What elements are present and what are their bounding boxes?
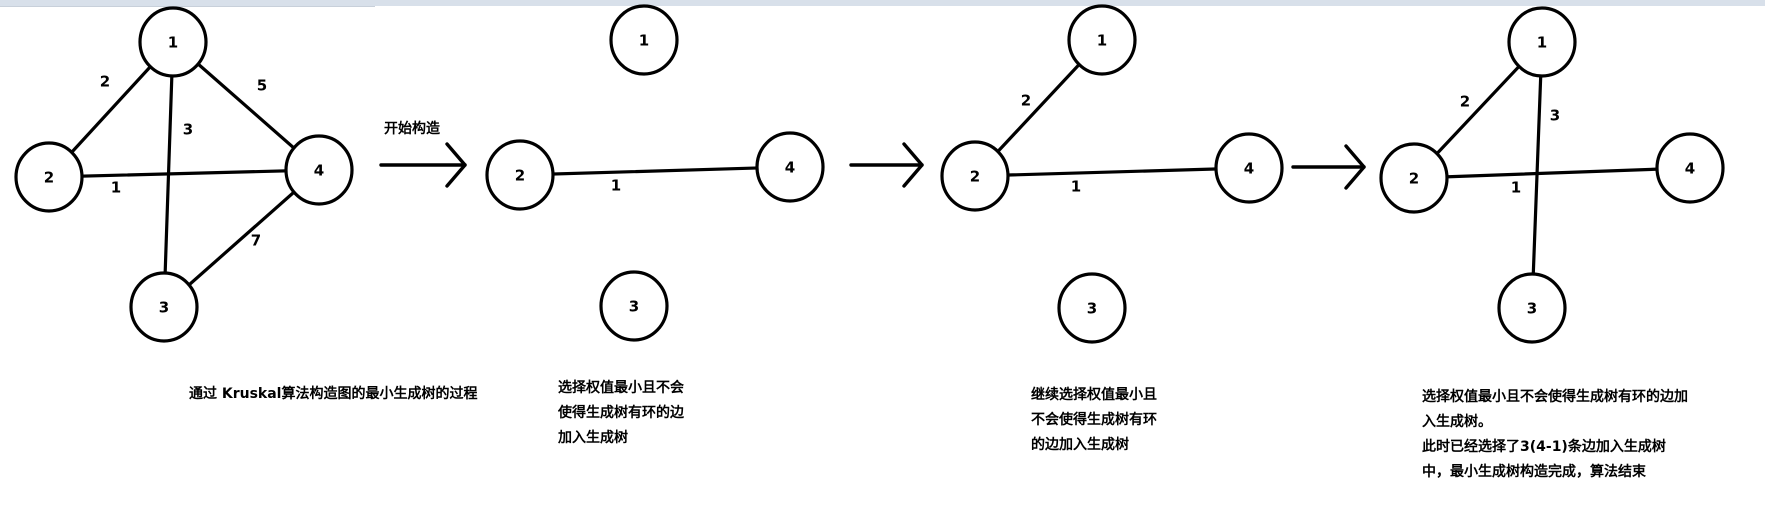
node-2-label: 2 <box>970 168 980 186</box>
node-2-label: 2 <box>515 167 525 185</box>
edge-weight-label: 1 <box>1511 179 1521 197</box>
caption-original-graph: 通过 Kruskal算法构造图的最小生成树的过程 <box>189 382 477 407</box>
edge-2-4 <box>973 166 1251 178</box>
window-top-bar <box>0 0 1765 6</box>
node-2-circle <box>1379 142 1449 214</box>
node-4-circle <box>1214 132 1284 204</box>
node-1-label: 1 <box>639 32 649 50</box>
node-3-circle <box>599 270 669 342</box>
node-3-circle <box>129 271 199 343</box>
node-3-label: 3 <box>1527 300 1537 318</box>
edge-weight-label: 1 <box>1071 178 1081 196</box>
caption-line: 入生成树。 <box>1422 414 1492 430</box>
edge-weight-label: 2 <box>1460 93 1470 111</box>
arrow-right-icon <box>1291 144 1366 190</box>
node-4-label: 4 <box>1685 160 1695 178</box>
caption-line: 不会使得生成树有环 <box>1031 412 1157 428</box>
arrow-right-icon <box>379 142 467 188</box>
caption-line: 此时已经选择了3(4-1)条边加入生成树 <box>1422 439 1666 455</box>
node-4-circle <box>284 134 354 206</box>
node-1-circle <box>1507 6 1577 78</box>
node-3-label: 3 <box>629 298 639 316</box>
node-3-label: 3 <box>159 299 169 317</box>
node-2-label: 2 <box>44 169 54 187</box>
edge-2-4 <box>518 165 792 177</box>
node-3-label: 3 <box>1087 300 1097 318</box>
node-2-label: 2 <box>1409 170 1419 188</box>
node-4-label: 4 <box>1244 160 1254 178</box>
arrow-right-icon <box>849 142 924 188</box>
edge-weight-label: 3 <box>183 121 193 139</box>
start-construction-label: 开始构造 <box>384 120 440 137</box>
node-4-circle <box>1655 132 1725 204</box>
caption-line: 通过 Kruskal算法构造图的最小生成树的过程 <box>189 386 478 402</box>
edge-2-4 <box>1412 166 1692 180</box>
caption-line: 加入生成树 <box>558 430 628 446</box>
edge-2-4 <box>47 168 321 179</box>
node-4-circle <box>755 131 825 203</box>
edge-weight-label: 7 <box>251 232 261 250</box>
caption-line: 选择权值最小且不会 <box>558 380 684 396</box>
node-1-label: 1 <box>168 34 178 52</box>
node-1-label: 1 <box>1097 32 1107 50</box>
caption-step1: 选择权值最小且不会 使得生成树有环的边 加入生成树 <box>558 376 684 451</box>
node-1-circle <box>1067 4 1137 76</box>
node-2-circle <box>940 140 1010 212</box>
node-1-circle <box>609 4 679 76</box>
edge-weight-label: 3 <box>1550 107 1560 125</box>
edge-weight-label: 2 <box>100 73 110 91</box>
caption-step2: 继续选择权值最小且 不会使得生成树有环 的边加入生成树 <box>1031 383 1157 458</box>
node-2-circle <box>485 139 555 211</box>
node-2-circle <box>14 141 84 213</box>
node-4-label: 4 <box>314 162 324 180</box>
node-3-circle <box>1497 272 1567 344</box>
node-1-circle <box>138 6 208 78</box>
edge-weight-label: 1 <box>111 179 121 197</box>
caption-line: 选择权值最小且不会使得生成树有环的边加 <box>1422 389 1688 405</box>
caption-line: 的边加入生成树 <box>1031 437 1129 453</box>
caption-step3: 选择权值最小且不会使得生成树有环的边加 入生成树。 此时已经选择了3(4-1)条… <box>1422 385 1688 485</box>
caption-line: 中，最小生成树构造完成，算法结束 <box>1422 464 1646 480</box>
node-4-label: 4 <box>785 159 795 177</box>
node-1-label: 1 <box>1537 34 1547 52</box>
edge-weight-label: 2 <box>1021 92 1031 110</box>
edge-weight-label: 5 <box>257 77 267 95</box>
edge-weight-label: 1 <box>611 177 621 195</box>
edge-1-3 <box>1530 40 1544 310</box>
caption-line: 继续选择权值最小且 <box>1031 387 1157 403</box>
window-top-divider <box>0 6 375 7</box>
node-3-circle <box>1057 272 1127 344</box>
caption-line: 使得生成树有环的边 <box>558 405 684 421</box>
